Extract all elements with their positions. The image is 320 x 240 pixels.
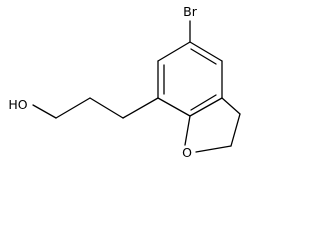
bond-o-c2 [195, 145, 232, 153]
hydroxyl-label: HO [8, 97, 27, 112]
propanol-chain [32, 97, 159, 119]
bromine-label: Br [183, 4, 198, 19]
bond-cb-cc [55, 97, 91, 119]
bond-c3a-c7a [189, 97, 223, 117]
bond-c3-c3a [221, 97, 241, 115]
benzene-ring [157, 41, 223, 117]
structure-canvas: Br O HO [8, 4, 241, 160]
ring-oxygen-label: O [182, 145, 192, 160]
bond-c6-c5 [157, 41, 191, 62]
bond-c7a-c7 [157, 97, 191, 117]
bond-c7a-o [184, 115, 191, 146]
bond-c7-ca [122, 97, 159, 119]
molecule-drawing: Br O HO [8, 4, 241, 160]
double-bond-c5-c4 [190, 48, 217, 65]
bond-c2-c3 [230, 113, 241, 147]
double-bond-c3a-c7a [190, 94, 217, 111]
bond-c5-c4 [189, 41, 223, 62]
bond-ca-cb [89, 97, 124, 119]
dihydrofuran-ring [184, 97, 241, 153]
bond-cc-oh [32, 104, 57, 119]
